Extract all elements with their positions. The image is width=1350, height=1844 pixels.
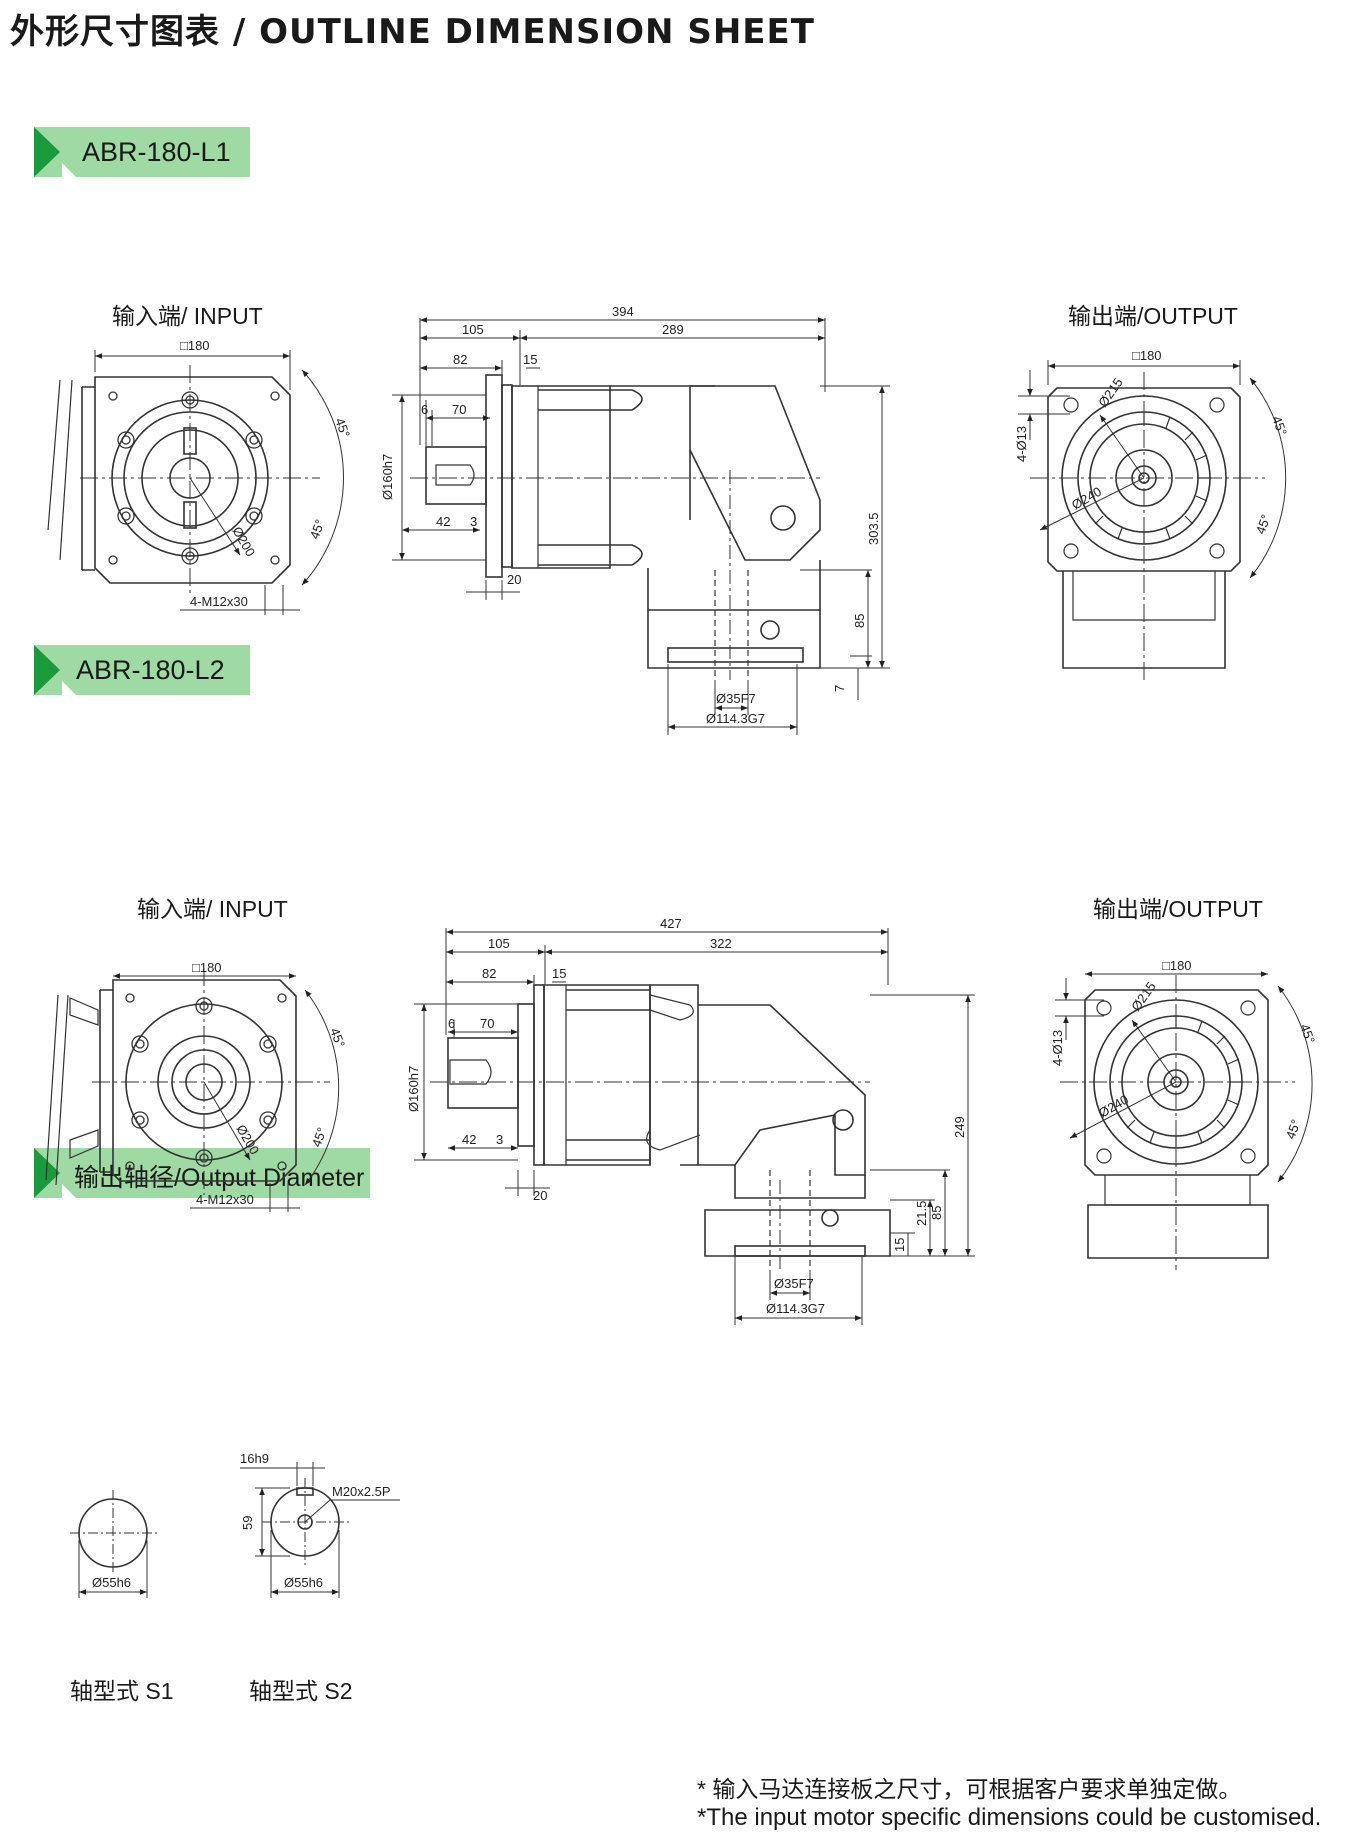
dim-l2-out-d215: Ø215: [1128, 979, 1159, 1014]
dim-l1-in-45a: 45°: [332, 416, 353, 440]
dim-l2-249: 249: [952, 1116, 967, 1138]
dim-s2-d55: Ø55h6: [284, 1575, 323, 1590]
dim-l2-427: 427: [660, 916, 682, 931]
dim-l2-in-sq: □180: [192, 960, 222, 975]
dim-l1-70: 70: [452, 402, 466, 417]
dim-l2-15: 15: [552, 966, 566, 981]
dim-l2-215: 21.5: [914, 1201, 929, 1226]
dim-s2-key: 16h9: [240, 1451, 269, 1466]
dim-l2-d35: Ø35F7: [774, 1276, 814, 1291]
dim-l2-out-d240: Ø240: [1096, 1092, 1131, 1121]
dim-l2-out-45a: 45°: [1297, 1022, 1318, 1046]
l1-output-view: [1018, 360, 1287, 680]
l1-input-label: 输入端/ INPUT: [112, 303, 263, 329]
l2-input-view: [45, 968, 340, 1212]
dim-l2-15b: 15: [892, 1238, 907, 1252]
section-tag-l2-label: ABR-180-L2: [76, 655, 225, 685]
dim-l1-105: 105: [462, 322, 484, 337]
dim-l2-105: 105: [488, 936, 510, 951]
dim-l1-15: 15: [523, 352, 537, 367]
chevron-right-icon: [34, 127, 76, 191]
l1-side-view: [392, 317, 890, 735]
s2-label: 轴型式 S2: [249, 1678, 353, 1704]
dim-l2-d114: Ø114.3G7: [766, 1301, 825, 1316]
dim-l1-42: 42: [436, 514, 450, 529]
dim-l1-85: 85: [852, 614, 867, 628]
dim-l2-322: 322: [710, 936, 732, 951]
dim-l1-out-45b: 45°: [1253, 512, 1274, 536]
footnote-en: *The input motor specific dimensions cou…: [697, 1804, 1322, 1831]
dim-l1-in-sq: □180: [180, 338, 210, 353]
dim-l2-20: 20: [533, 1188, 547, 1203]
dim-l2-42: 42: [462, 1132, 476, 1147]
dim-l1-in-d200: Ø200: [229, 524, 258, 559]
footnote-cn: * 输入马达连接板之尺寸，可根据客户要求单独定做。: [697, 1776, 1242, 1802]
dim-l2-out-45b: 45°: [1283, 1117, 1304, 1141]
page-title: 外形尺寸图表 / OUTLINE DIMENSION SHEET: [10, 12, 815, 52]
dim-l2-82: 82: [482, 966, 496, 981]
dim-s2-59: 59: [240, 1516, 255, 1530]
dim-l1-289: 289: [662, 322, 684, 337]
dim-l1-in-45b: 45°: [307, 517, 328, 541]
dim-l2-out-sq: □180: [1162, 958, 1192, 973]
dim-l1-out-sq: □180: [1132, 348, 1162, 363]
dim-l2-6: 6: [448, 1016, 455, 1031]
dim-l1-out-d215: Ø215: [1095, 375, 1126, 410]
dim-l1-d114: Ø114.3G7: [706, 711, 765, 726]
dim-l1-in-m12: 4-M12x30: [190, 594, 248, 609]
chevron-right-icon: [34, 645, 76, 709]
dim-l1-394: 394: [612, 304, 634, 319]
l2-side-view: [414, 928, 975, 1325]
dim-l1-6: 6: [421, 402, 428, 417]
dim-l1-out-h13: 4-Ø13: [1014, 426, 1029, 462]
l2-input-label: 输入端/ INPUT: [137, 896, 288, 922]
dim-l1-d35: Ø35F7: [716, 691, 756, 706]
l2-output-label: 输出端/OUTPUT: [1093, 896, 1263, 922]
section-tag-l1-label: ABR-180-L1: [82, 137, 231, 167]
s1-label: 轴型式 S1: [70, 1678, 174, 1704]
dim-l2-85: 85: [929, 1206, 944, 1220]
dim-l1-303: 303.5: [866, 512, 881, 545]
l2-output-view: [1055, 971, 1313, 1270]
dim-l1-20: 20: [507, 572, 521, 587]
dim-l2-in-m12: 4-M12x30: [196, 1192, 254, 1207]
dim-l2-in-45a: 45°: [327, 1026, 348, 1050]
dim-l2-d160: Ø160h7: [406, 1066, 421, 1112]
dim-l1-3: 3: [470, 514, 477, 529]
section-tag-l2: ABR-180-L2: [34, 645, 250, 709]
section-tag-l1: ABR-180-L1: [34, 127, 250, 191]
dim-s1-d55: Ø55h6: [92, 1575, 131, 1590]
dim-l1-d160: Ø160h7: [380, 454, 395, 500]
dim-l1-7: 7: [832, 685, 847, 692]
dim-l2-3: 3: [496, 1132, 503, 1147]
dim-l2-out-h13: 4-Ø13: [1050, 1030, 1065, 1066]
dim-l1-82: 82: [453, 352, 467, 367]
dim-l2-in-45b: 45°: [309, 1125, 330, 1149]
dim-l1-out-45a: 45°: [1269, 414, 1290, 438]
dim-l2-70: 70: [480, 1016, 494, 1031]
l1-output-label: 输出端/OUTPUT: [1068, 303, 1238, 329]
dimension-labels: □180 45° 45° Ø200 4-M12x30 394 105 289 8…: [92, 304, 1318, 1590]
shaft-s2: [240, 1462, 400, 1598]
l1-input-view: [47, 350, 344, 615]
dim-s2-m20: M20x2.5P: [332, 1484, 391, 1499]
shaft-s1: [70, 1490, 158, 1598]
